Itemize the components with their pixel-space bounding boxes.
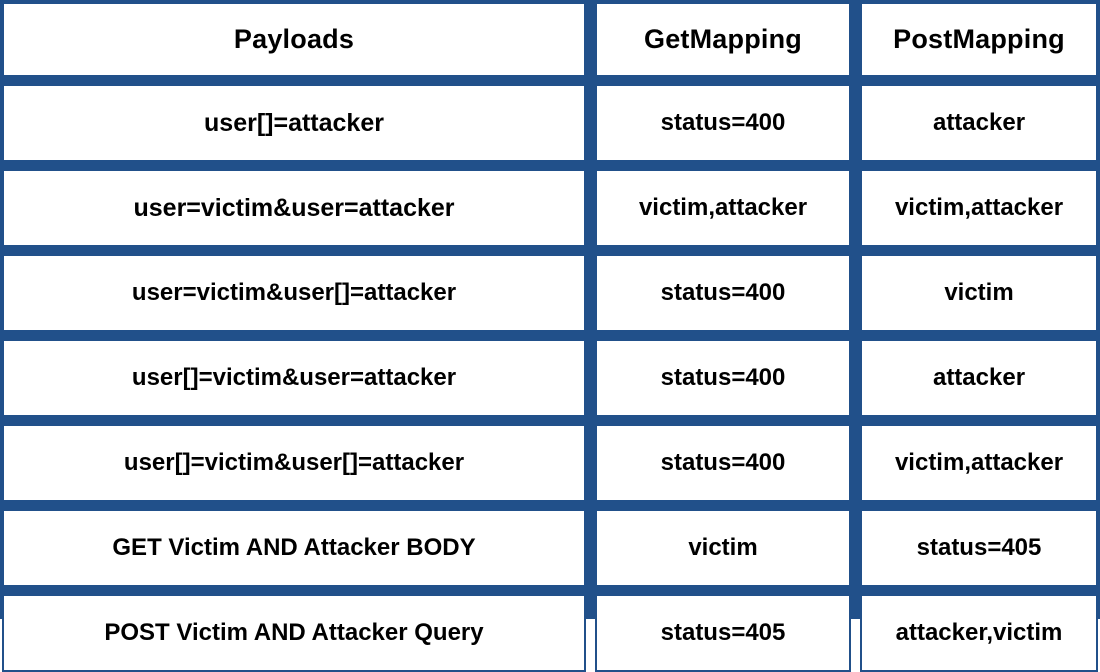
cell-getmapping: victim [595,509,851,587]
cell-postmapping: status=405 [860,509,1098,587]
cell-payload: user=victim&user=attacker [2,169,586,247]
cell-getmapping: status=400 [595,84,851,162]
cell-getmapping: victim,attacker [595,169,851,247]
cell-postmapping: victim,attacker [860,169,1098,247]
table-row: user=victim&user[]=attacker status=400 v… [2,254,1098,332]
table-row: user[]=attacker status=400 attacker [2,84,1098,162]
cell-payload: POST Victim AND Attacker Query [2,594,586,672]
cell-getmapping: status=400 [595,424,851,502]
cell-getmapping: status=400 [595,339,851,417]
table-header-row: Payloads GetMapping PostMapping [2,2,1098,77]
cell-postmapping: victim,attacker [860,424,1098,502]
cell-payload: GET Victim AND Attacker BODY [2,509,586,587]
cell-postmapping: attacker [860,84,1098,162]
cell-getmapping: status=400 [595,254,851,332]
cell-postmapping: victim [860,254,1098,332]
table-row: user[]=victim&user=attacker status=400 a… [2,339,1098,417]
cell-getmapping: status=405 [595,594,851,672]
column-header-payloads: Payloads [2,2,586,77]
table-row: user=victim&user=attacker victim,attacke… [2,169,1098,247]
table-row: user[]=victim&user[]=attacker status=400… [2,424,1098,502]
table-row: POST Victim AND Attacker Query status=40… [2,594,1098,672]
column-header-getmapping: GetMapping [595,2,851,77]
cell-payload: user=victim&user[]=attacker [2,254,586,332]
cell-payload: user[]=victim&user[]=attacker [2,424,586,502]
column-header-postmapping: PostMapping [860,2,1098,77]
cell-postmapping: attacker [860,339,1098,417]
cell-payload: user[]=victim&user=attacker [2,339,586,417]
table-row: GET Victim AND Attacker BODY victim stat… [2,509,1098,587]
cell-postmapping: attacker,victim [860,594,1098,672]
cell-payload: user[]=attacker [2,84,586,162]
